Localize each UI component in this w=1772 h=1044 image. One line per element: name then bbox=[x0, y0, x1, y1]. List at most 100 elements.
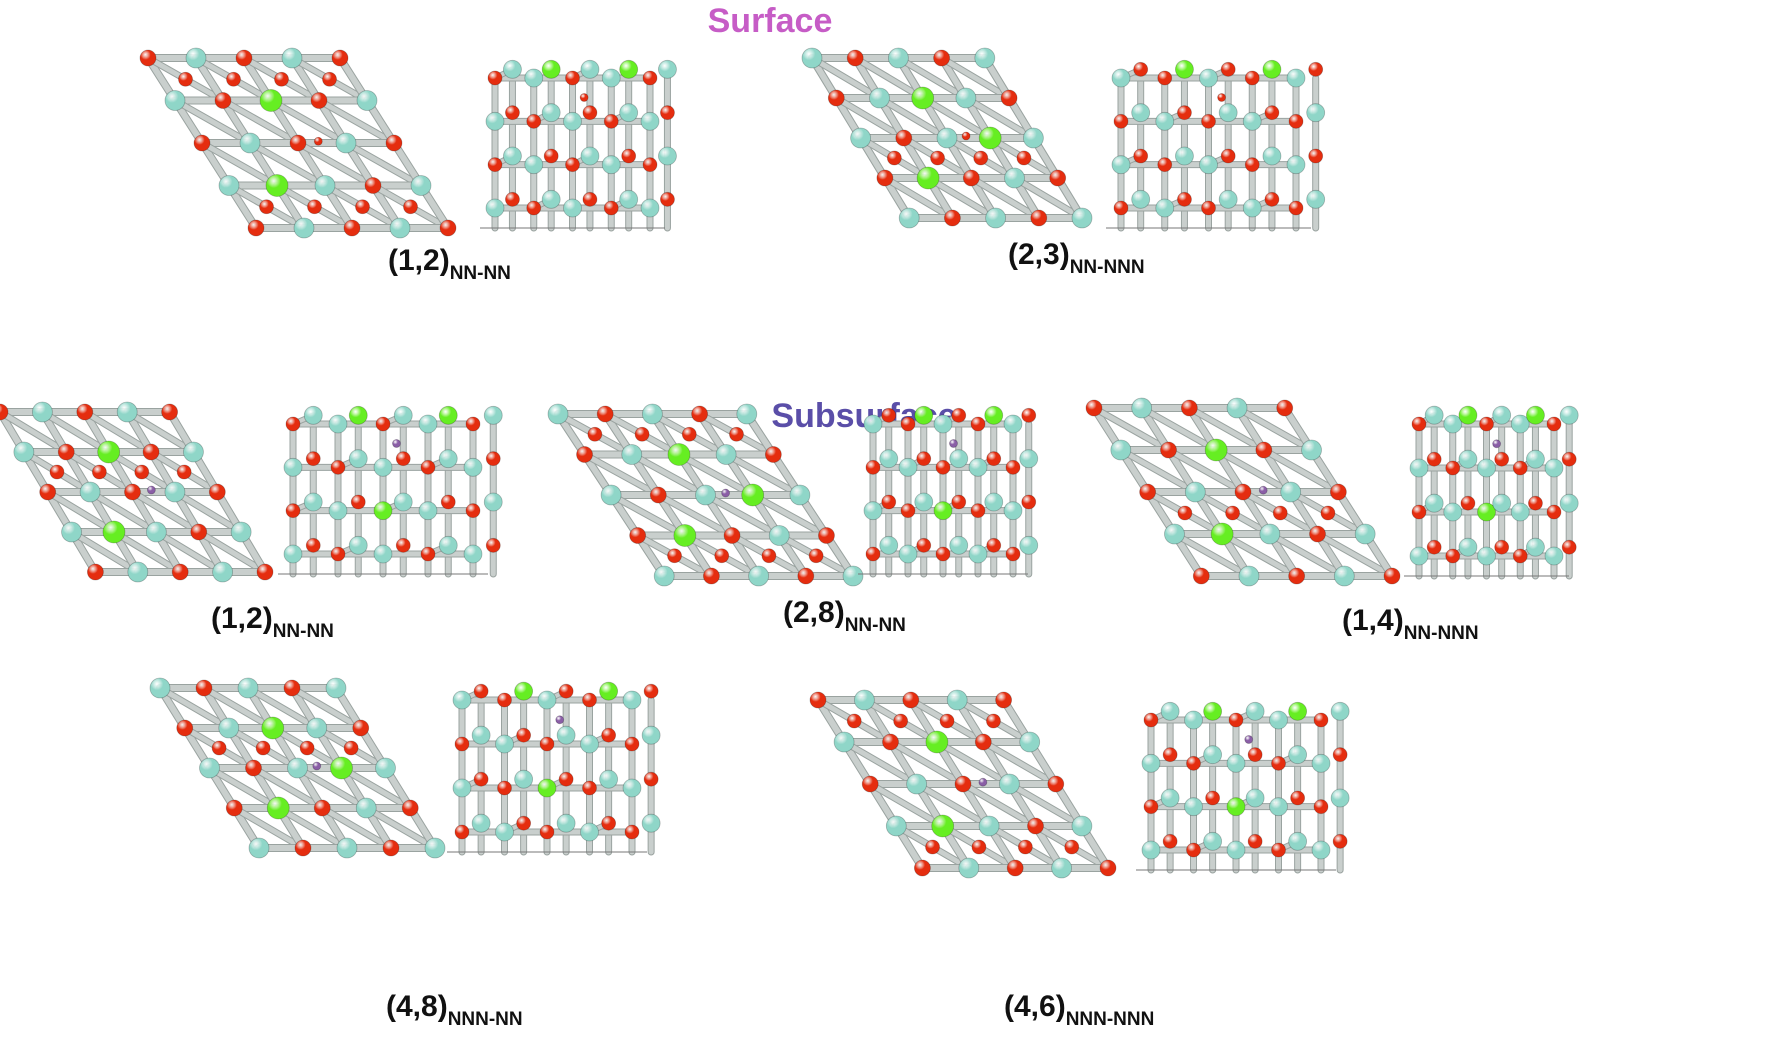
cation-atom bbox=[127, 561, 149, 583]
cation-atom bbox=[1226, 840, 1246, 860]
label-pair: (4,8) bbox=[386, 990, 448, 1023]
cation-atom bbox=[1131, 397, 1153, 419]
cation-atom bbox=[888, 47, 909, 69]
oxygen-atom bbox=[403, 199, 418, 215]
cation-atom bbox=[1424, 493, 1444, 513]
cation-atom bbox=[164, 90, 186, 111]
bond bbox=[960, 781, 1038, 829]
oxygen-atom bbox=[1177, 191, 1192, 207]
oxygen-atom bbox=[1288, 200, 1304, 216]
label-pair: (2,8) bbox=[783, 596, 845, 629]
oxygen-atom bbox=[1320, 505, 1336, 521]
dopant-atom bbox=[1226, 797, 1246, 817]
dopant-atom bbox=[1203, 701, 1223, 721]
cation-atom bbox=[389, 217, 411, 239]
cation-atom bbox=[483, 492, 503, 512]
bond bbox=[153, 529, 226, 575]
cation-atom bbox=[418, 501, 438, 521]
oxygen-atom bbox=[1160, 441, 1177, 459]
cation-atom bbox=[373, 457, 393, 477]
dopant-atom bbox=[1204, 438, 1228, 462]
cation-atom bbox=[237, 677, 259, 699]
cation-atom bbox=[906, 773, 927, 795]
cation-atom bbox=[1141, 840, 1161, 860]
oxygen-atom bbox=[624, 736, 640, 752]
dopant-atom bbox=[97, 440, 121, 464]
cation-atom bbox=[1477, 546, 1496, 566]
label-pair: (1,4) bbox=[1342, 604, 1404, 637]
oxygen-atom bbox=[124, 483, 141, 501]
oxygen-atom bbox=[629, 527, 647, 544]
subsurface-1-4-top-view bbox=[1085, 397, 1401, 587]
oxygen-atom bbox=[1290, 790, 1306, 806]
cation-atom bbox=[1238, 565, 1260, 587]
cation-atom bbox=[116, 401, 138, 423]
bond bbox=[130, 489, 202, 535]
cation-atom bbox=[1443, 502, 1463, 522]
cation-atom bbox=[418, 414, 438, 434]
dopant-atom bbox=[102, 520, 126, 544]
cation-atom bbox=[306, 717, 328, 739]
cation-atom bbox=[1286, 68, 1306, 88]
cation-atom bbox=[879, 449, 899, 469]
cation-atom bbox=[801, 47, 823, 69]
oxygen-atom bbox=[723, 527, 741, 544]
cation-atom bbox=[356, 90, 378, 111]
cation-atom bbox=[885, 815, 907, 837]
cation-atom bbox=[325, 677, 347, 699]
bond bbox=[207, 765, 281, 811]
dopant-atom bbox=[978, 126, 1002, 150]
cation-atom bbox=[556, 813, 576, 833]
cation-atom bbox=[955, 87, 977, 109]
oxygen-atom bbox=[485, 451, 501, 467]
oxygen-atom bbox=[1225, 505, 1240, 521]
cation-atom bbox=[335, 132, 357, 154]
oxygen-atom bbox=[603, 200, 619, 216]
cation-atom bbox=[1003, 501, 1023, 521]
bond bbox=[655, 492, 735, 538]
cation-atom bbox=[863, 501, 883, 521]
oxygen-atom bbox=[1201, 113, 1216, 129]
oxygen-atom bbox=[505, 191, 520, 207]
cation-atom bbox=[1155, 111, 1175, 131]
bond bbox=[295, 140, 376, 188]
oxygen-atom bbox=[1244, 70, 1260, 86]
oxygen-atom bbox=[208, 483, 226, 501]
oxygen-atom bbox=[702, 567, 720, 585]
cation-atom bbox=[1242, 111, 1262, 131]
dopant-atom bbox=[741, 483, 765, 507]
label-pair: (2,3) bbox=[1008, 238, 1070, 271]
bond bbox=[608, 492, 688, 538]
cation-atom bbox=[1526, 537, 1545, 557]
bond bbox=[1091, 405, 1171, 453]
cation-atom bbox=[1155, 198, 1175, 218]
label-pair: (1,2) bbox=[211, 602, 273, 635]
oxygen-atom bbox=[176, 464, 192, 480]
oxygen-atom bbox=[895, 129, 913, 147]
oxygen-atom bbox=[171, 563, 189, 581]
cation-atom bbox=[580, 146, 600, 166]
cation-atom bbox=[1199, 155, 1218, 175]
cation-atom bbox=[556, 725, 576, 745]
cation-atom bbox=[1492, 493, 1512, 513]
oxygen-atom bbox=[0, 403, 9, 421]
cation-atom bbox=[642, 403, 663, 425]
oxygen-atom bbox=[1006, 859, 1024, 877]
oxygen-atom bbox=[395, 537, 411, 553]
cation-atom bbox=[879, 535, 899, 555]
oxygen-atom bbox=[818, 527, 835, 544]
dopant-atom bbox=[537, 778, 557, 798]
dopant-atom bbox=[914, 405, 934, 425]
oxygen-atom bbox=[1247, 747, 1263, 763]
oxygen-atom bbox=[1049, 169, 1067, 187]
oxygen-atom bbox=[285, 416, 301, 432]
oxygen-atom bbox=[881, 494, 897, 510]
oxygen-atom bbox=[1027, 817, 1044, 835]
oxygen-atom bbox=[1085, 399, 1103, 417]
bond bbox=[963, 95, 1036, 141]
oxygen-atom bbox=[539, 736, 555, 752]
cation-atom bbox=[1288, 745, 1308, 765]
oxygen-atom bbox=[343, 740, 359, 756]
cation-atom bbox=[1051, 857, 1073, 879]
oxygen-atom bbox=[330, 546, 346, 562]
